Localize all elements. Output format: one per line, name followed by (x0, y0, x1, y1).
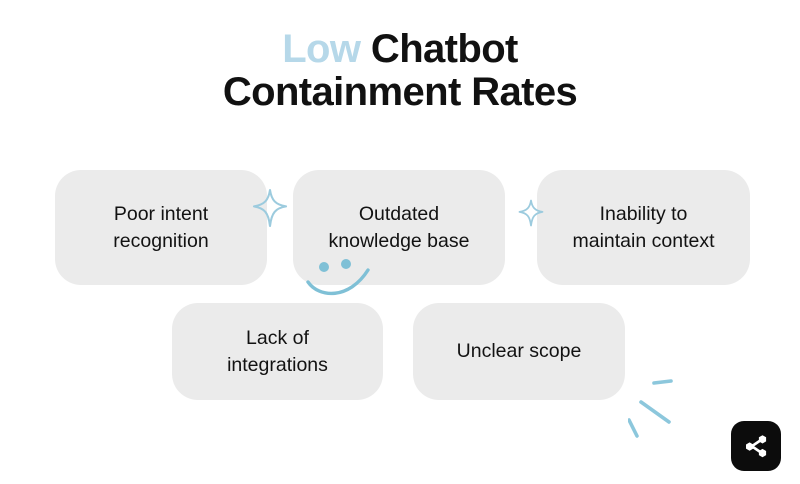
pill-line-1: Inability to (599, 202, 688, 225)
pill-line-2: maintain context (572, 229, 715, 252)
pill-label: Poor intent recognition (113, 201, 208, 255)
pill-poor-intent-recognition[interactable]: Poor intent recognition (55, 170, 267, 285)
pill-line-2: knowledge base (328, 229, 470, 252)
page-title-line-1-rest: Chatbot (360, 27, 518, 71)
pill-label: Unclear scope (457, 338, 582, 365)
pill-unclear-scope[interactable]: Unclear scope (413, 303, 625, 400)
pill-label: Outdated knowledge base (329, 201, 470, 255)
pill-lack-of-integrations[interactable]: Lack of integrations (172, 303, 383, 400)
pill-line-1: Lack of (246, 326, 309, 349)
pill-line-1: Poor intent (113, 202, 209, 225)
pill-label: Inability to maintain context (573, 201, 715, 255)
pill-line-1: Unclear scope (456, 340, 582, 363)
pill-line-1: Outdated (358, 202, 440, 225)
pill-outdated-knowledge-base[interactable]: Outdated knowledge base (293, 170, 505, 285)
pill-label: Lack of integrations (227, 325, 328, 379)
pill-inability-maintain-context[interactable]: Inability to maintain context (537, 170, 750, 285)
page-title-line-2: Containment Rates (222, 70, 578, 115)
sparkle-rays-icon (628, 379, 673, 438)
pill-line-2: recognition (113, 229, 209, 252)
page-title-accent-word: Low (282, 27, 361, 71)
page-title-line-1: Low Chatbot (0, 27, 800, 71)
page-title: Low Chatbot Containment Rates (0, 27, 800, 115)
pill-line-2: integrations (227, 353, 328, 376)
share-icon (746, 435, 767, 458)
share-button[interactable] (731, 421, 781, 471)
